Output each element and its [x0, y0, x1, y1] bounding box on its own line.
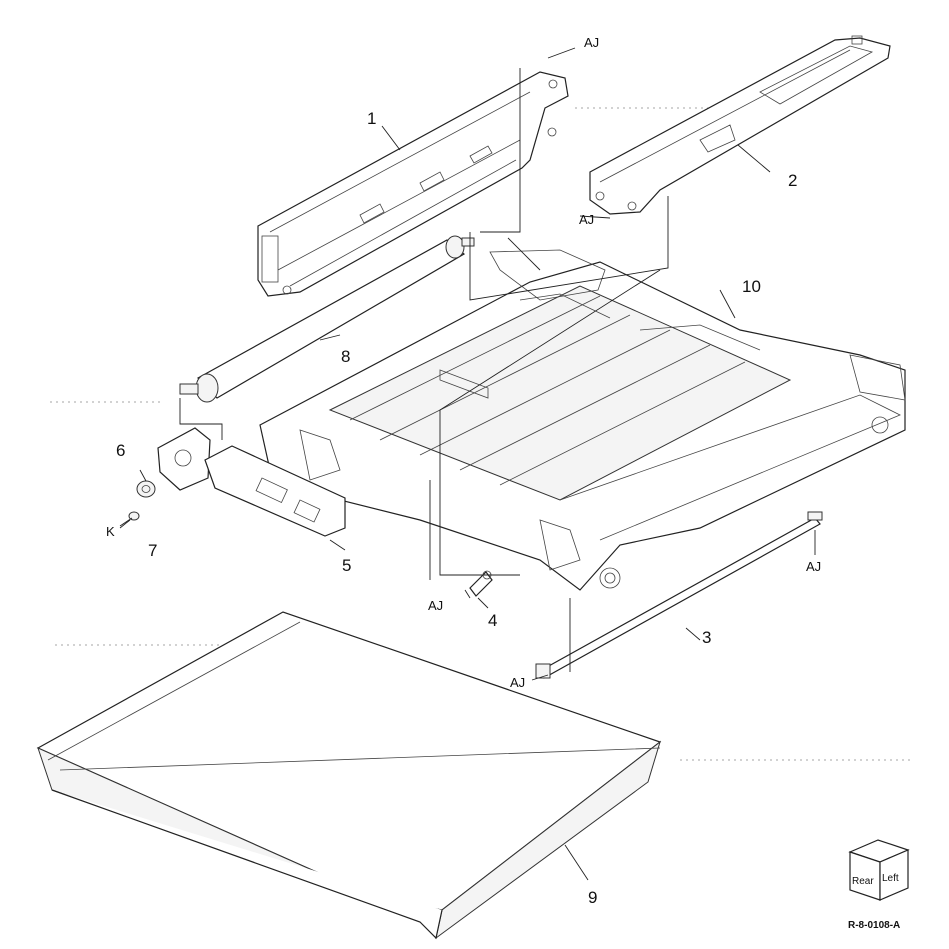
callout-4: 4	[488, 611, 497, 630]
part-8-roller	[179, 235, 475, 403]
cube-left-label: Left	[882, 873, 899, 884]
ref-aj-part4: AJ	[428, 598, 443, 613]
callout-6: 6	[116, 441, 125, 460]
ref-aj-part2: AJ	[579, 212, 594, 227]
callout-2: 2	[788, 171, 797, 190]
part-6-bearing	[136, 480, 156, 498]
ref-k-part7: K	[106, 524, 115, 539]
ref-aj-top: AJ	[584, 35, 599, 50]
callout-8: 8	[341, 347, 350, 366]
ref-aj-part3-right: AJ	[806, 559, 821, 574]
part-9-cover	[36, 611, 662, 940]
callout-numbers: 1 2 10 8 6 5 7 4 3 9	[116, 109, 797, 907]
cube-rear-label: Rear	[852, 876, 874, 887]
callout-3: 3	[702, 628, 711, 647]
background-guides	[50, 107, 910, 761]
callout-10: 10	[742, 277, 761, 296]
figure-code: R-8-0108-A	[848, 920, 900, 931]
callout-9: 9	[588, 888, 597, 907]
part-10-main-frame	[259, 249, 906, 591]
callout-7: 7	[148, 541, 157, 560]
reference-leaders	[119, 47, 816, 681]
orientation-cube: Rear Left	[848, 839, 910, 901]
ref-aj-part3-left: AJ	[510, 675, 525, 690]
part-1-frame-rail	[257, 71, 569, 297]
reference-labels: AJ AJ AJ AJ AJ K	[106, 35, 821, 690]
left-side-bracket	[157, 427, 211, 491]
part-5-board	[204, 445, 346, 537]
callout-1: 1	[367, 109, 376, 128]
leader-lines	[119, 125, 771, 881]
part-2-bracket	[589, 35, 891, 215]
part-3-rod	[535, 511, 823, 679]
callout-5: 5	[342, 556, 351, 575]
